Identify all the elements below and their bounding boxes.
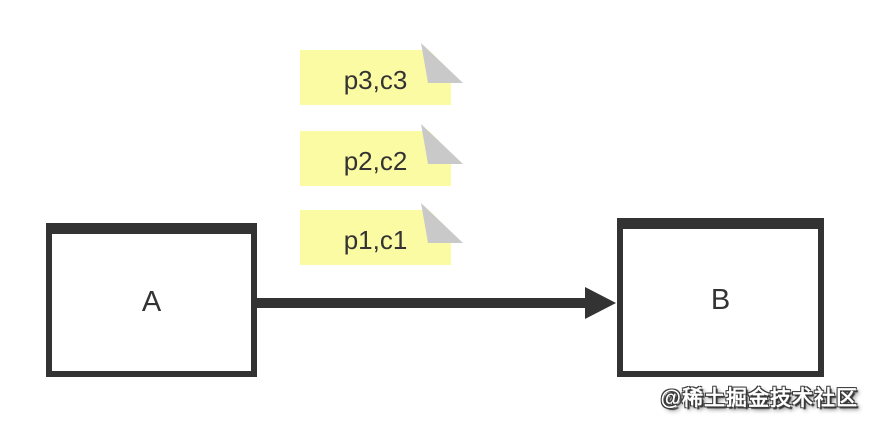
folded-corner-icon — [421, 43, 463, 83]
sticky-note-label: p3,c3 — [343, 64, 408, 95]
folded-corner-icon — [421, 203, 463, 243]
sticky-note-p3c3: p3,c3 — [296, 43, 463, 109]
watermark-text: @稀土掘金技术社区 — [660, 387, 858, 410]
sticky-note-label: p1,c1 — [343, 224, 408, 255]
node-a-box: A — [46, 223, 257, 377]
sticky-note-p2c2: p2,c2 — [296, 124, 463, 190]
node-a-label: A — [141, 286, 162, 318]
sticky-note-p1c1: p1,c1 — [296, 203, 463, 269]
node-b-box: B — [617, 218, 824, 377]
arrow-a-to-b-shaft — [257, 298, 587, 308]
folded-corner-icon — [421, 124, 463, 164]
sticky-note-label: p2,c2 — [343, 145, 408, 176]
node-b-label: B — [710, 283, 731, 316]
arrow-a-to-b-head-icon — [585, 287, 616, 319]
